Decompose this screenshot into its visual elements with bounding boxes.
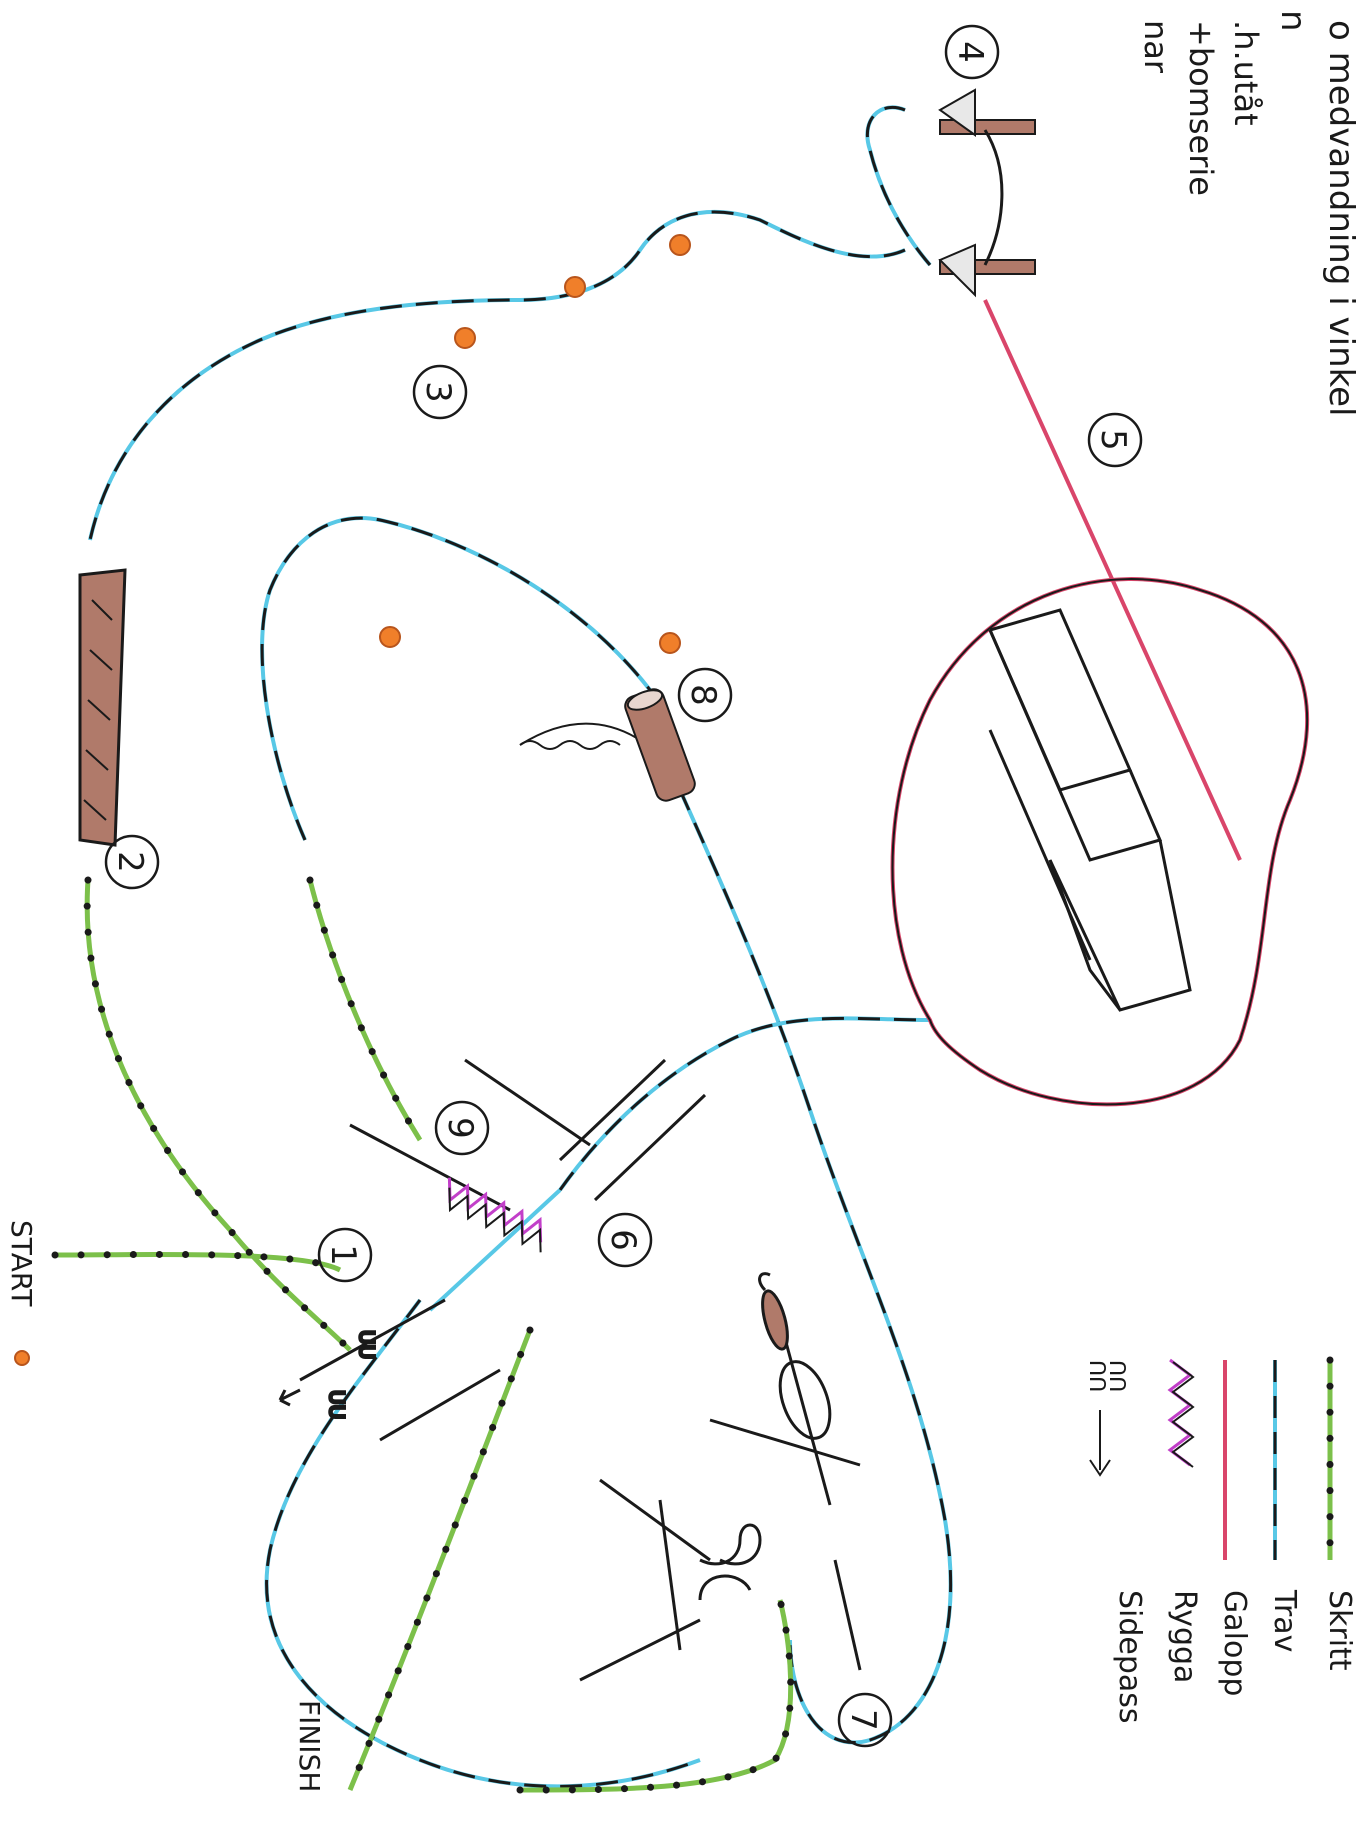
trot-route — [90, 107, 951, 1786]
station-7-label: 7 — [843, 1709, 883, 1731]
station-6-label: 6 — [603, 1229, 643, 1251]
station-numbers: 1 2 3 4 5 6 7 8 9 — [106, 26, 1141, 1746]
legend: Skritt Trav Galopp Rygga ᑎᑎ ᑎᑎ Sidepass — [1084, 1360, 1357, 1724]
bridge-obstacle — [80, 570, 125, 845]
station-3-label: 3 — [418, 381, 458, 403]
cone — [455, 328, 475, 348]
trot-poles — [350, 1060, 705, 1310]
start-dot — [15, 1351, 29, 1365]
station-2-label: 2 — [110, 851, 150, 873]
legend-sidepass: Sidepass — [1112, 1590, 1147, 1724]
legend-trav: Trav — [1267, 1589, 1302, 1652]
legend-skritt: Skritt — [1322, 1590, 1357, 1671]
note-line-3: .h.utåt — [1227, 20, 1265, 126]
station-5-label: 5 — [1093, 429, 1133, 451]
cone — [660, 633, 680, 653]
start-label: START — [5, 1220, 38, 1307]
station-1-label: 1 — [323, 1244, 363, 1266]
legend-galopp: Galopp — [1217, 1590, 1252, 1696]
note-line-4: +bomserie — [1182, 20, 1220, 196]
legend-rygga: Rygga — [1167, 1590, 1202, 1683]
cone — [380, 627, 400, 647]
station-8-label: 8 — [683, 684, 723, 706]
svg-text:ᑌᑌ: ᑌᑌ — [355, 1330, 379, 1359]
note-line-1: o medvandning i vinkel — [1321, 20, 1360, 416]
note-line-5: nar — [1137, 20, 1175, 74]
gate-obstacle — [940, 90, 1035, 295]
walk-route — [55, 880, 791, 1790]
pole-area — [580, 1274, 860, 1680]
sidepass-area: ᑌᑌ ᑌᑌ — [280, 1300, 500, 1440]
svg-text:ᑎᑎ: ᑎᑎ — [1084, 1360, 1109, 1392]
cone — [670, 235, 690, 255]
labyrinth-obstacle — [990, 610, 1190, 1010]
svg-text:ᑌᑌ: ᑌᑌ — [325, 1390, 349, 1419]
log-obstacle — [520, 686, 698, 803]
finish-label: FINISH — [293, 1700, 326, 1792]
station-9-label: 9 — [440, 1117, 480, 1139]
note-line-2: n — [1273, 10, 1313, 32]
notes-block: o medvandning i vinkel n .h.utåt +bomser… — [1137, 10, 1360, 416]
station-4-label: 4 — [950, 41, 990, 63]
cone — [565, 277, 585, 297]
